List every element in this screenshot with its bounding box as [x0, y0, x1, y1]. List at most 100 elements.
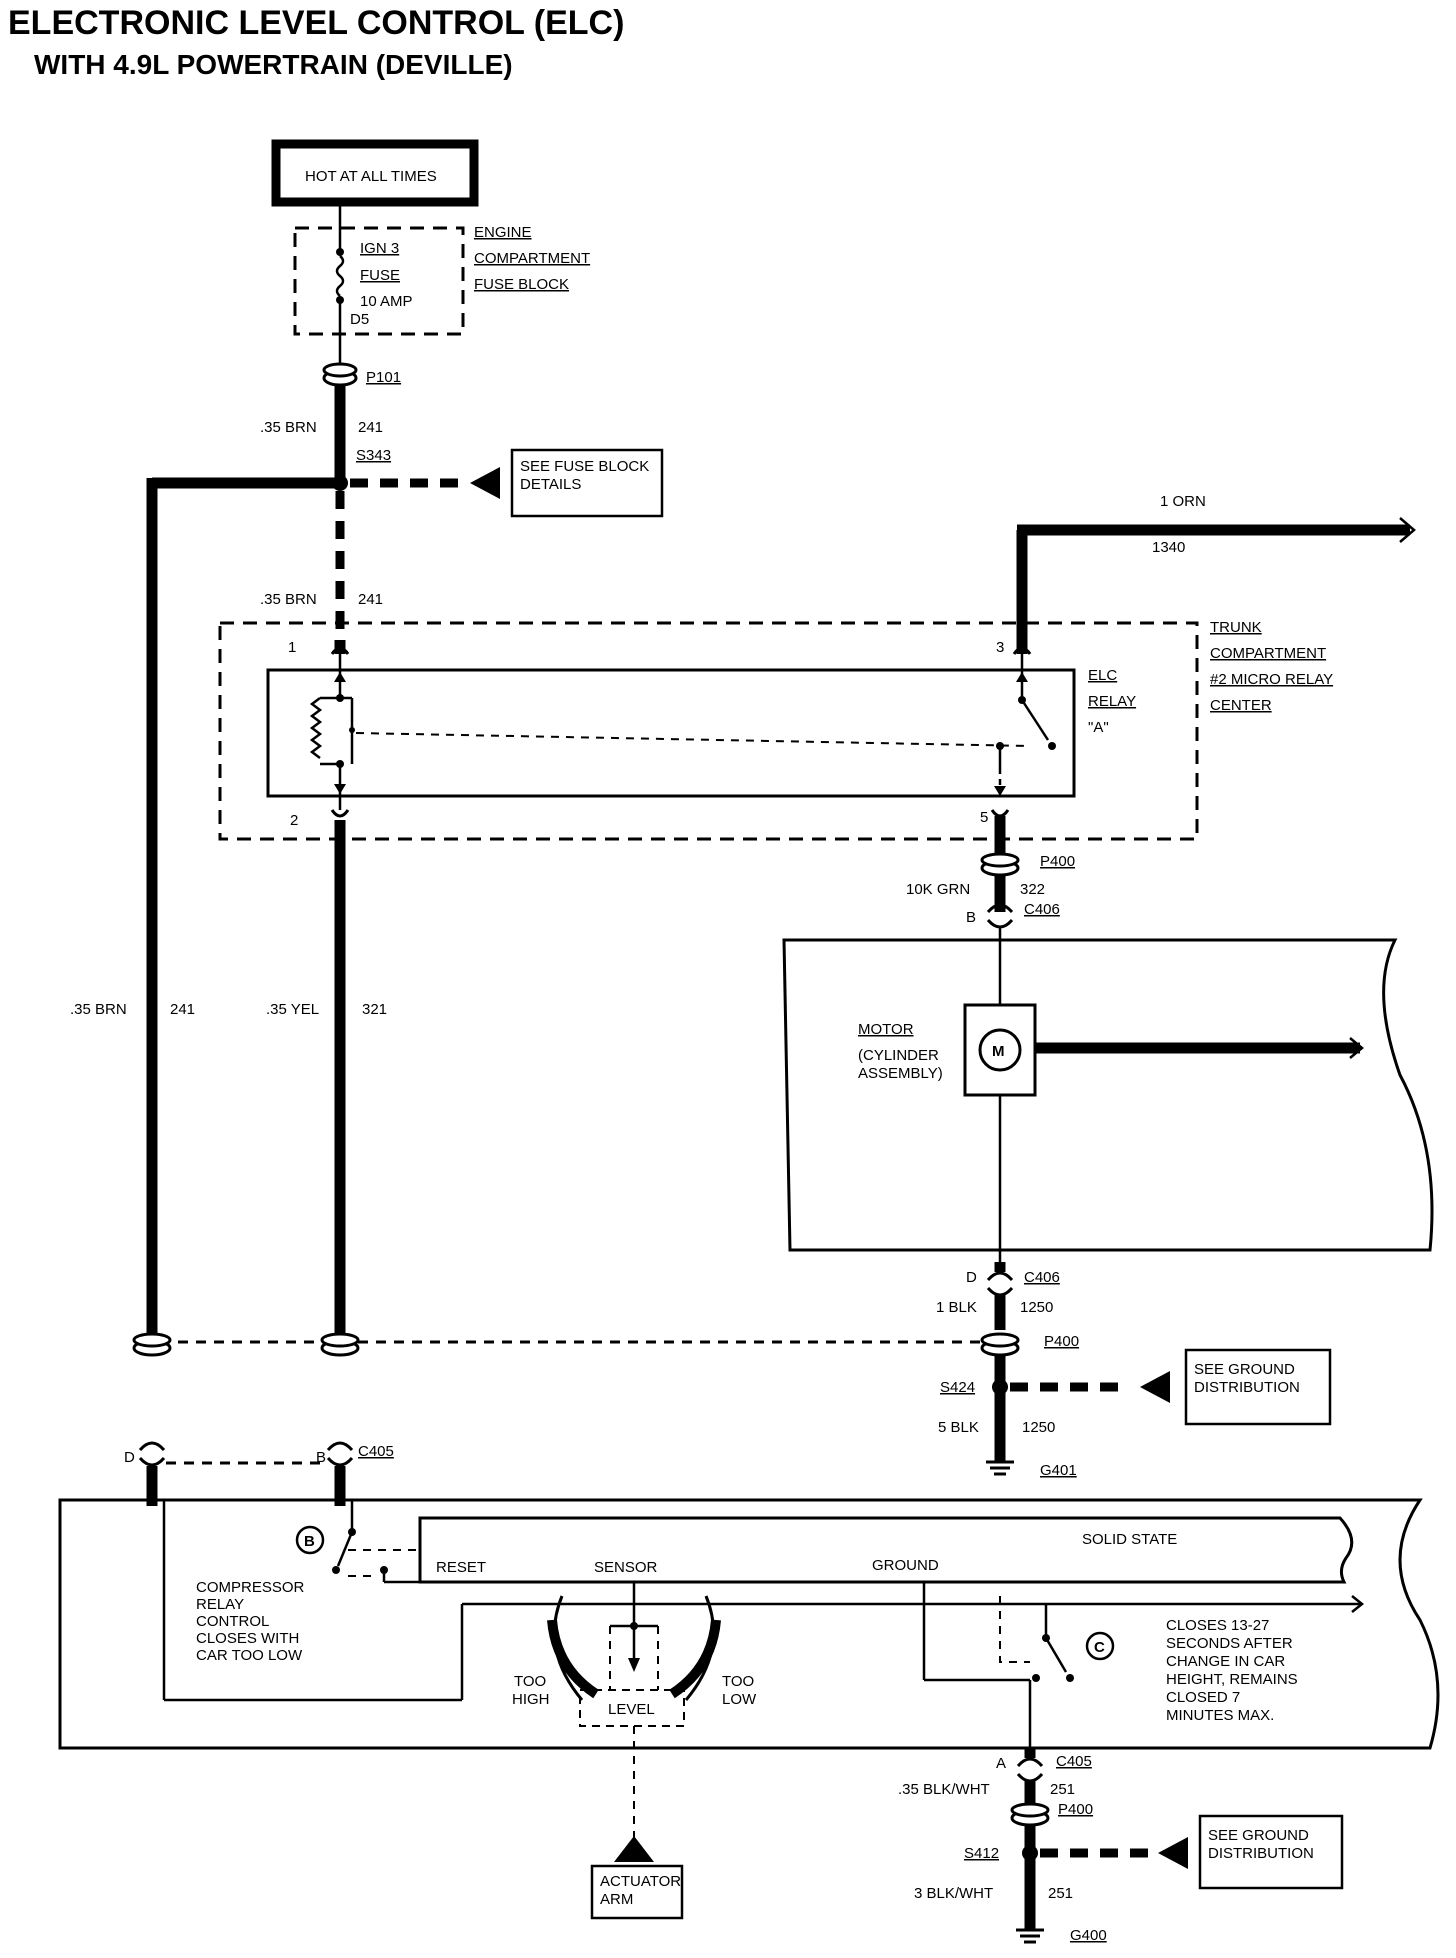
wire-1250-num-lower: 1250 — [1022, 1419, 1055, 1436]
switch-b-contact — [336, 1531, 354, 1567]
relay-center-label-4: CENTER — [1210, 697, 1272, 714]
level-label: LEVEL — [608, 1701, 655, 1718]
actuator-label-2: ARM — [600, 1891, 633, 1908]
too-high-label-2: HIGH — [512, 1691, 550, 1708]
module-signal-arrow — [1351, 1595, 1365, 1613]
micro-relay-center-box — [218, 621, 1199, 841]
wire-1340-num: 1340 — [1152, 539, 1185, 556]
solid-state-label: SOLID STATE — [1082, 1531, 1177, 1548]
ground-dist-note-2-line-1: SEE GROUND — [1208, 1827, 1309, 1844]
compressor-note-1: COMPRESSOR — [196, 1579, 305, 1596]
engine-fuse-block: IGN 3 FUSE 10 AMP D5 ENGINE COMPARTMENT … — [293, 202, 590, 372]
fuse-block-details-note-2: DETAILS — [520, 476, 581, 493]
splice-s412-label: S412 — [964, 1845, 999, 1862]
ground-dist-note-1-line-1: SEE GROUND — [1194, 1361, 1295, 1378]
timer-note-4: HEIGHT, REMAINS — [1166, 1671, 1298, 1688]
ground-dist-note-2-line-2: DISTRIBUTION — [1208, 1845, 1314, 1862]
connector-p400-bottom: P400 — [1010, 1801, 1093, 1827]
reset-label: RESET — [436, 1559, 486, 1576]
too-low-arc — [669, 1619, 721, 1699]
switch-c-label: C — [1094, 1639, 1105, 1656]
connector-p400-right: P400 — [980, 1332, 1079, 1357]
ground-distribution-note-2: SEE GROUND DISTRIBUTION — [1198, 1814, 1344, 1890]
connector-p400-bottom-label: P400 — [1058, 1801, 1093, 1818]
ground-label: GROUND — [872, 1557, 939, 1574]
compressor-note-5: CAR TOO LOW — [196, 1647, 303, 1664]
motor-label-2: (CYLINDER — [858, 1047, 939, 1064]
motor-label-3: ASSEMBLY) — [858, 1065, 943, 1082]
height-sensor-module — [58, 1498, 1440, 1750]
wire-241-gauge-top: .35 BRN — [260, 419, 317, 436]
relay-switch-contact — [1020, 699, 1050, 741]
connector-c405-a-label: C405 — [1056, 1753, 1092, 1770]
wire-322-num: 322 — [1020, 881, 1045, 898]
switch-c-contact — [1044, 1637, 1068, 1673]
connector-c406-top-label: C406 — [1024, 901, 1060, 918]
wire-1250-gauge-lower: 5 BLK — [938, 1419, 979, 1436]
relay-name-2: RELAY — [1088, 693, 1136, 710]
timer-note-1: CLOSES 13-27 — [1166, 1617, 1269, 1634]
switch-b-label: B — [304, 1533, 315, 1550]
compressor-note-2: RELAY — [196, 1596, 244, 1613]
connector-p400-mid — [320, 1332, 360, 1357]
ground-g400: G400 — [1016, 1927, 1107, 1944]
connector-c405-a-pin: A — [996, 1755, 1006, 1772]
connector-c406-bottom-pin: D — [966, 1269, 977, 1286]
power-source-box: HOT AT ALL TIMES — [271, 139, 479, 207]
connector-c405-b: B C405 — [316, 1441, 394, 1467]
diagram-title-line-2: WITH 4.9L POWERTRAIN (DEVILLE) — [34, 49, 513, 80]
fuse-block-label-3: FUSE BLOCK — [474, 276, 569, 293]
switch-c-marker: C — [1085, 1631, 1115, 1661]
fuse-name: IGN 3 — [360, 240, 399, 257]
fuse-rating: 10 AMP — [360, 293, 413, 310]
fuse-cavity: D5 — [350, 311, 369, 328]
wire-1340-gauge: 1 ORN — [1160, 493, 1206, 510]
splice-s412: S412 — [964, 1845, 1038, 1862]
ground-dist-arrow-1 — [1140, 1371, 1170, 1403]
connector-c406-top-pin: B — [966, 909, 976, 926]
motor-symbol: M — [992, 1043, 1005, 1060]
connector-c405-a: A C405 — [996, 1753, 1092, 1783]
ground-g401: G401 — [986, 1460, 1077, 1479]
wire-1250-gauge-upper: 1 BLK — [936, 1299, 977, 1316]
relay-pin-2: 2 — [290, 812, 298, 829]
motor-label-1: MOTOR — [858, 1021, 914, 1038]
too-low-label-1: TOO — [722, 1673, 754, 1690]
relay-pin-1: 1 — [288, 639, 296, 656]
too-low-label-2: LOW — [722, 1691, 757, 1708]
timer-note-6: MINUTES MAX. — [1166, 1707, 1274, 1724]
actuator-label-1: ACTUATOR — [600, 1873, 681, 1890]
actuator-arrow — [614, 1836, 654, 1862]
fuse-label: FUSE — [360, 267, 400, 284]
connector-p400-left — [132, 1332, 172, 1357]
splice-s424: S424 — [940, 1379, 1008, 1396]
wire-251-gauge-upper: .35 BLK/WHT — [898, 1781, 990, 1798]
wire-241-num-left: 241 — [170, 1001, 195, 1018]
timer-note-5: CLOSED 7 — [1166, 1689, 1240, 1706]
switch-c-dash — [999, 1596, 1030, 1663]
wire-1340-end-arrow — [1399, 517, 1416, 543]
compressor-note-4: CLOSES WITH — [196, 1630, 299, 1647]
fuse-block-label-2: COMPARTMENT — [474, 250, 590, 267]
motor-icon — [978, 1028, 1022, 1072]
motor-cylinder-housing — [782, 938, 1434, 1252]
splice-s343-label: S343 — [356, 447, 391, 464]
ground-g400-label: G400 — [1070, 1927, 1107, 1944]
splice-s424-label: S424 — [940, 1379, 975, 1396]
hot-at-all-times-label: HOT AT ALL TIMES — [305, 168, 437, 185]
actuator-arm-box: ACTUATOR ARM — [590, 1864, 684, 1920]
ground-dist-arrow-2 — [1158, 1837, 1188, 1869]
relay-pin-3: 3 — [996, 639, 1004, 656]
timer-note-3: CHANGE IN CAR — [1166, 1653, 1285, 1670]
connector-c406-top: C406 B — [966, 901, 1060, 929]
wire-241-gauge-mid: .35 BRN — [260, 591, 317, 608]
timer-note-2: SECONDS AFTER — [1166, 1635, 1293, 1652]
too-high-arc — [547, 1619, 599, 1699]
relay-center-label-3: #2 MICRO RELAY — [1210, 671, 1333, 688]
level-pointer — [628, 1658, 640, 1672]
elc-relay: ELC RELAY "A" — [266, 640, 1136, 818]
fuse-details-arrow — [470, 467, 500, 499]
relay-name-3: "A" — [1088, 719, 1109, 736]
sensor-label: SENSOR — [594, 1559, 658, 1576]
